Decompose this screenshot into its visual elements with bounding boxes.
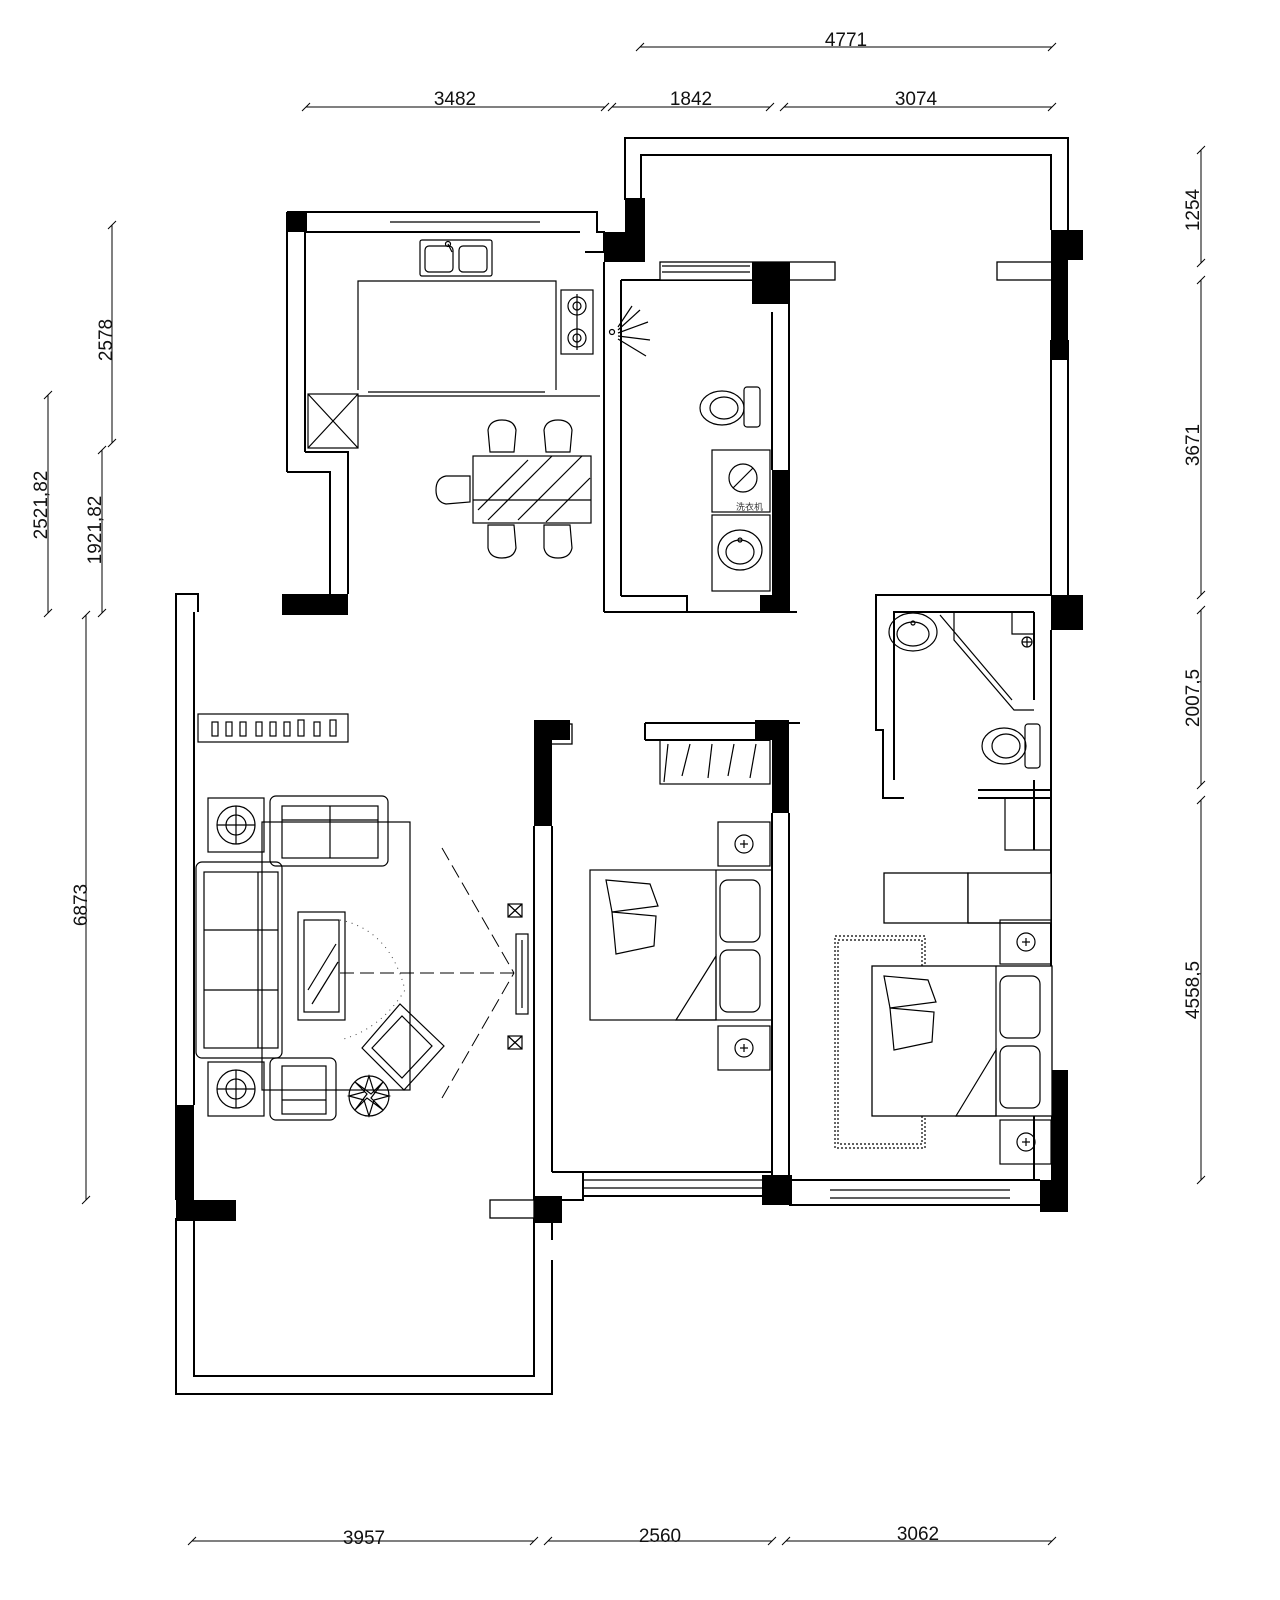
shower xyxy=(608,305,651,357)
nightstand-1-bottom xyxy=(717,1025,771,1071)
dining-table xyxy=(472,455,592,524)
kitchen-sink xyxy=(419,239,493,277)
bed-2 xyxy=(871,965,1053,1117)
dim-bottom-2: 2560 xyxy=(639,1526,681,1547)
dining-chairs xyxy=(435,419,573,559)
nightstand-1-top xyxy=(717,821,771,867)
sofa-armchair-bottom xyxy=(269,1057,337,1121)
dim-top-3: 3074 xyxy=(895,89,938,110)
dim-right-3: 2007,5 xyxy=(1183,669,1204,727)
tv-unit xyxy=(515,933,529,1015)
floor-drain-icon xyxy=(1021,636,1033,648)
washing-machine: 洗衣机 xyxy=(711,449,771,513)
dim-left-inner-2: 1921,82 xyxy=(85,496,106,565)
dim-right-2: 3671 xyxy=(1183,424,1204,466)
sofa-armchair-top xyxy=(269,795,389,867)
dim-left-inner-1: 2578 xyxy=(96,319,117,361)
tv-sightline xyxy=(339,847,515,1099)
toilet-1 xyxy=(699,386,761,428)
toilet-2 xyxy=(981,723,1041,769)
fridge xyxy=(307,393,359,449)
dim-top-outer: 4771 xyxy=(825,30,867,51)
dim-left-outer-1: 2521,82 xyxy=(31,471,52,540)
dimension-lines: 4771 3482 1842 3074 3957 2560 3062 2521,… xyxy=(31,30,1206,1549)
structural-columns xyxy=(176,198,1083,1223)
coffee-table xyxy=(297,911,346,1021)
plant-icon xyxy=(346,1073,392,1119)
wardrobe-1 xyxy=(659,739,771,785)
lounge-chair xyxy=(361,1003,445,1091)
side-table-top xyxy=(207,797,265,853)
dim-top-2: 1842 xyxy=(670,89,712,110)
dim-top-1: 3482 xyxy=(434,89,476,110)
nightstand-2-top xyxy=(999,919,1052,965)
side-table-bottom xyxy=(207,1061,265,1117)
dim-right-4: 4558,5 xyxy=(1183,961,1204,1019)
bath-sink-1 xyxy=(711,514,771,592)
dim-right-1: 1254 xyxy=(1183,188,1204,231)
bed-1 xyxy=(589,869,773,1021)
dim-bottom-1: 3957 xyxy=(343,1528,385,1549)
carpet-outline xyxy=(261,821,411,1091)
dim-bottom-3: 3062 xyxy=(897,1524,939,1545)
gas-stove xyxy=(560,289,594,355)
nightstand-2-bottom xyxy=(999,1119,1052,1165)
dim-left-outer-2: 6873 xyxy=(71,884,92,926)
bed-2-rug xyxy=(834,935,926,1149)
laundry-label: 洗衣机 xyxy=(736,501,763,512)
bath-sink-2 xyxy=(888,612,938,652)
sofa-main xyxy=(195,861,283,1059)
speaker-icons xyxy=(507,903,523,1050)
shoe-cabinet xyxy=(197,713,349,743)
